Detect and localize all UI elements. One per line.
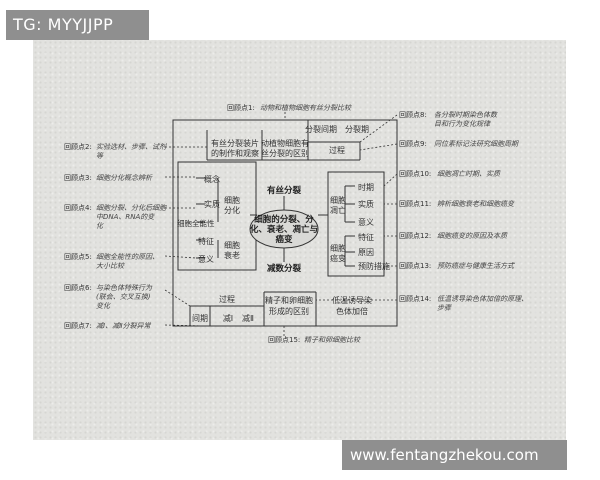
time-label: 时期 bbox=[358, 182, 374, 192]
review-13-label: 回顾点13: bbox=[399, 262, 431, 270]
review-6-text: 与染色体特殊行为 bbox=[96, 284, 153, 292]
watermark-tag: TG: MYYJJPP bbox=[6, 10, 149, 40]
review-7-text: 减Ⅰ、减Ⅱ分裂异常 bbox=[96, 322, 152, 330]
apoptosis-line-1: 细胞 bbox=[330, 195, 346, 205]
review-3-label: 回顾点3: bbox=[64, 174, 92, 182]
review-11-label: 回顾点11: bbox=[399, 200, 431, 208]
meiosis-1-label: 减Ⅰ bbox=[223, 313, 233, 323]
review-6-text-3: 变化 bbox=[96, 302, 111, 310]
review-5-text: 细胞全能性的原因、 bbox=[96, 253, 159, 261]
review-8-text: 各分裂时期染色体数 bbox=[434, 111, 498, 119]
review-1-text: 动物和植物细胞有丝分裂比较 bbox=[260, 104, 352, 112]
review-15-text: 精子和卵细胞比较 bbox=[304, 336, 361, 344]
review-2-text-2: 等 bbox=[96, 152, 104, 160]
phase-label: 分裂期 bbox=[345, 124, 369, 134]
apoptosis-line-2: 凋亡 bbox=[330, 205, 346, 215]
diff-line-2: 分化 bbox=[224, 205, 240, 215]
right-inner-frame bbox=[327, 171, 385, 277]
totipotency-label: 细胞全能性 bbox=[177, 218, 215, 228]
review-4-label: 回顾点4: bbox=[64, 204, 92, 212]
review-15-label: 回顾点15: bbox=[268, 336, 300, 344]
review-14-text-2: 步骤 bbox=[437, 304, 452, 312]
aging-line-2: 衰老 bbox=[224, 250, 240, 260]
review-12-text: 细胞癌变的原因及本质 bbox=[437, 232, 508, 240]
cause-label: 原因 bbox=[358, 248, 374, 257]
cancer-line-1: 细胞 bbox=[330, 243, 346, 253]
review-3-text: 细胞分化概念辨析 bbox=[96, 174, 153, 182]
review-1-label: 回顾点1: bbox=[227, 104, 255, 112]
interphase-label: 分裂间期 bbox=[305, 124, 337, 134]
cancer-line-2: 癌变 bbox=[330, 253, 346, 263]
center-line-2: 化、衰老、凋亡与 bbox=[250, 224, 318, 235]
gamete-line-2: 形成的区别 bbox=[269, 306, 309, 316]
review-12-label: 回顾点12: bbox=[399, 232, 431, 240]
left-inner-frame bbox=[177, 161, 257, 271]
meaning-label-left: 意义 bbox=[198, 254, 214, 264]
main-frame bbox=[172, 119, 398, 327]
meaning-label-right: 意义 bbox=[358, 217, 374, 227]
review-5-text-2: 大小比较 bbox=[96, 262, 125, 270]
meiosis-2-label: 减Ⅱ bbox=[242, 313, 254, 323]
review-10-text: 细胞凋亡时期、实质 bbox=[437, 170, 501, 178]
feature-label-right: 特征 bbox=[358, 232, 374, 242]
feature-label-left: 特征 bbox=[198, 236, 214, 246]
essence-label-left: 实质 bbox=[204, 199, 220, 209]
interphase-bottom: 间期 bbox=[192, 314, 208, 323]
review-6-label: 回顾点6: bbox=[64, 284, 92, 292]
compare-2: 丝分裂的区别 bbox=[261, 148, 309, 158]
review-14-label: 回顾点14: bbox=[399, 295, 431, 303]
compare-1: 动植物细胞有 bbox=[261, 138, 309, 148]
review-8-text-2: 目和行为变化规律 bbox=[434, 120, 491, 128]
review-4-text: 细胞分裂、分化后细胞 bbox=[96, 204, 167, 212]
review-7-label: 回顾点7: bbox=[64, 322, 92, 330]
prevent-label: 预防措施 bbox=[358, 261, 390, 271]
review-13-text: 预防癌症与健康生活方式 bbox=[437, 262, 515, 270]
diff-line-1: 细胞 bbox=[224, 195, 240, 205]
chrom-line-1: 低温诱导染 bbox=[332, 295, 372, 305]
mitosis-exp-2: 的制作和观察 bbox=[211, 148, 259, 158]
aging-line-1: 细胞 bbox=[224, 240, 240, 250]
review-9-label: 回顾点9: bbox=[399, 140, 427, 148]
review-5-label: 回顾点5: bbox=[64, 253, 92, 261]
center-line-3: 癌变 bbox=[275, 234, 293, 245]
review-14-text: 低温诱导染色体加倍的原理、 bbox=[437, 295, 528, 303]
hub-mitosis: 有丝分裂 bbox=[267, 185, 302, 196]
essence-label-right: 实质 bbox=[358, 199, 374, 209]
site-url-banner: www.fentangzhekou.com bbox=[342, 440, 567, 470]
chrom-line-2: 色体加倍 bbox=[336, 306, 368, 316]
review-2-label: 回顾点2: bbox=[64, 143, 92, 151]
review-9-text: 同位素标记法研究细胞周期 bbox=[434, 140, 519, 148]
review-10-label: 回顾点10: bbox=[399, 170, 431, 178]
concept-label: 概念 bbox=[204, 174, 220, 184]
review-11-text: 辨析细胞衰老和细胞癌变 bbox=[437, 200, 515, 208]
center-ellipse bbox=[249, 209, 319, 249]
review-2-text: 实验选材、步骤、试剂 bbox=[96, 143, 167, 151]
center-line-1: 细胞的分裂、分 bbox=[254, 214, 314, 225]
hub-meiosis: 减数分裂 bbox=[267, 263, 302, 274]
process-label-top: 过程 bbox=[329, 145, 345, 155]
review-6-text-2: (联会、交叉互换) bbox=[96, 293, 151, 301]
review-4-text-3: 化 bbox=[96, 222, 104, 230]
review-4-text-2: 中DNA、RNA的变 bbox=[96, 213, 155, 221]
process-label-bottom: 过程 bbox=[219, 294, 235, 304]
gamete-line-1: 精子和卵细胞 bbox=[265, 295, 313, 305]
mitosis-exp-1: 有丝分裂装片 bbox=[211, 138, 259, 148]
review-8-label: 回顾点8: bbox=[399, 111, 427, 119]
